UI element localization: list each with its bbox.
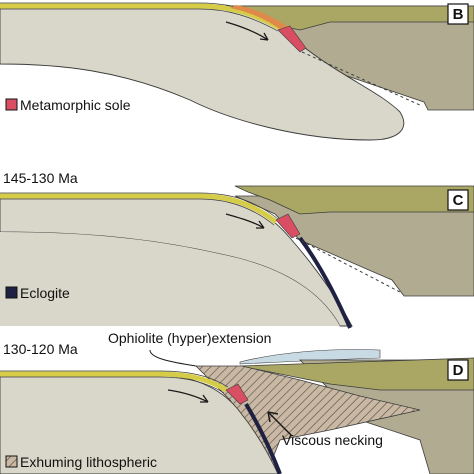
motion-arrow-b — [225, 21, 269, 41]
sediment-c — [234, 185, 474, 215]
legend-swatch-eclogite — [5, 286, 18, 299]
legend-swatch-exhuming — [5, 455, 18, 468]
metamorphic-sole-d — [225, 383, 249, 405]
sole-orange-b — [230, 5, 290, 32]
necking-arrow — [267, 411, 293, 437]
fault-line-b — [301, 51, 423, 107]
panel-c-letter-box — [447, 189, 469, 211]
water-lens-d — [239, 349, 381, 365]
crust-c — [0, 193, 278, 224]
panel-b-letter-box — [447, 3, 469, 25]
motion-arrow-d — [167, 389, 209, 403]
lower-plate-c-body — [0, 232, 340, 326]
panel-c: 145-130 Ma C Eclogite — [0, 170, 474, 329]
legend-label-eclogite: Eclogite — [20, 285, 70, 301]
ophiolite-leader — [149, 349, 197, 367]
fault-line-c — [295, 237, 401, 293]
panel-d-age: 130-120 Ma — [3, 341, 78, 357]
motion-arrow-c — [225, 213, 265, 229]
panel-c-age: 145-130 Ma — [3, 170, 78, 186]
lower-plate-d — [0, 375, 279, 474]
panel-d-letter: D — [453, 362, 464, 379]
legend-swatch-sole — [5, 98, 18, 111]
legend-label-exhuming: Exhuming lithospheric — [20, 454, 157, 470]
legend-label-sole: Metamorphic sole — [20, 97, 131, 113]
eclogite-d — [244, 402, 282, 474]
sediment-d — [239, 357, 474, 391]
crust-d — [0, 371, 228, 393]
panel-d: 130-120 Ma Ophiolite (hyper)extension Vi… — [0, 330, 474, 474]
panel-d-letter-box — [447, 359, 469, 381]
panel-b: B Metamorphic sole — [0, 2, 474, 141]
panel-c-letter: C — [453, 192, 464, 209]
panel-b-letter: B — [453, 6, 464, 23]
ophiolite-label: Ophiolite (hyper)extension — [108, 330, 271, 346]
necking-label: Viscous necking — [282, 432, 383, 448]
eclogite-c — [298, 236, 352, 329]
metamorphic-sole-c — [275, 213, 301, 239]
metamorphic-sole-b — [277, 25, 307, 53]
